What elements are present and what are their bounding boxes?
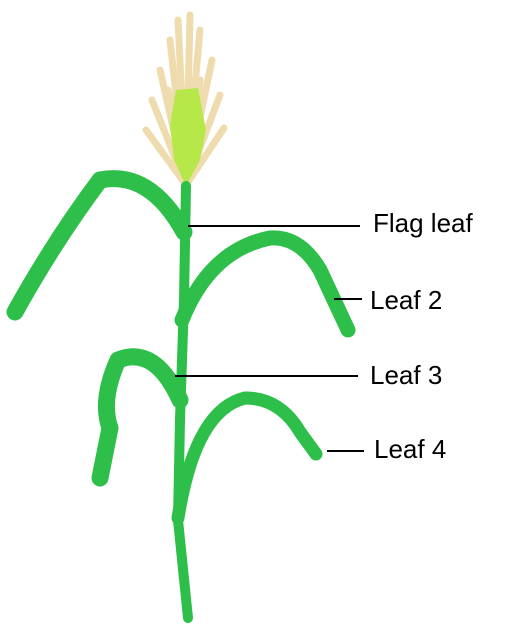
tassel <box>146 15 224 186</box>
leaf-2 <box>182 238 348 330</box>
leaf-4 <box>178 398 316 518</box>
leaf-4-label: Leaf 4 <box>374 436 446 462</box>
leaf-3 <box>100 357 180 478</box>
leader-lines <box>175 226 364 451</box>
leaf-2-label: Leaf 2 <box>370 287 442 313</box>
leaf-3-label: Leaf 3 <box>370 362 442 388</box>
flag-leaf <box>15 179 184 312</box>
flag-leaf-label: Flag leaf <box>373 210 473 236</box>
